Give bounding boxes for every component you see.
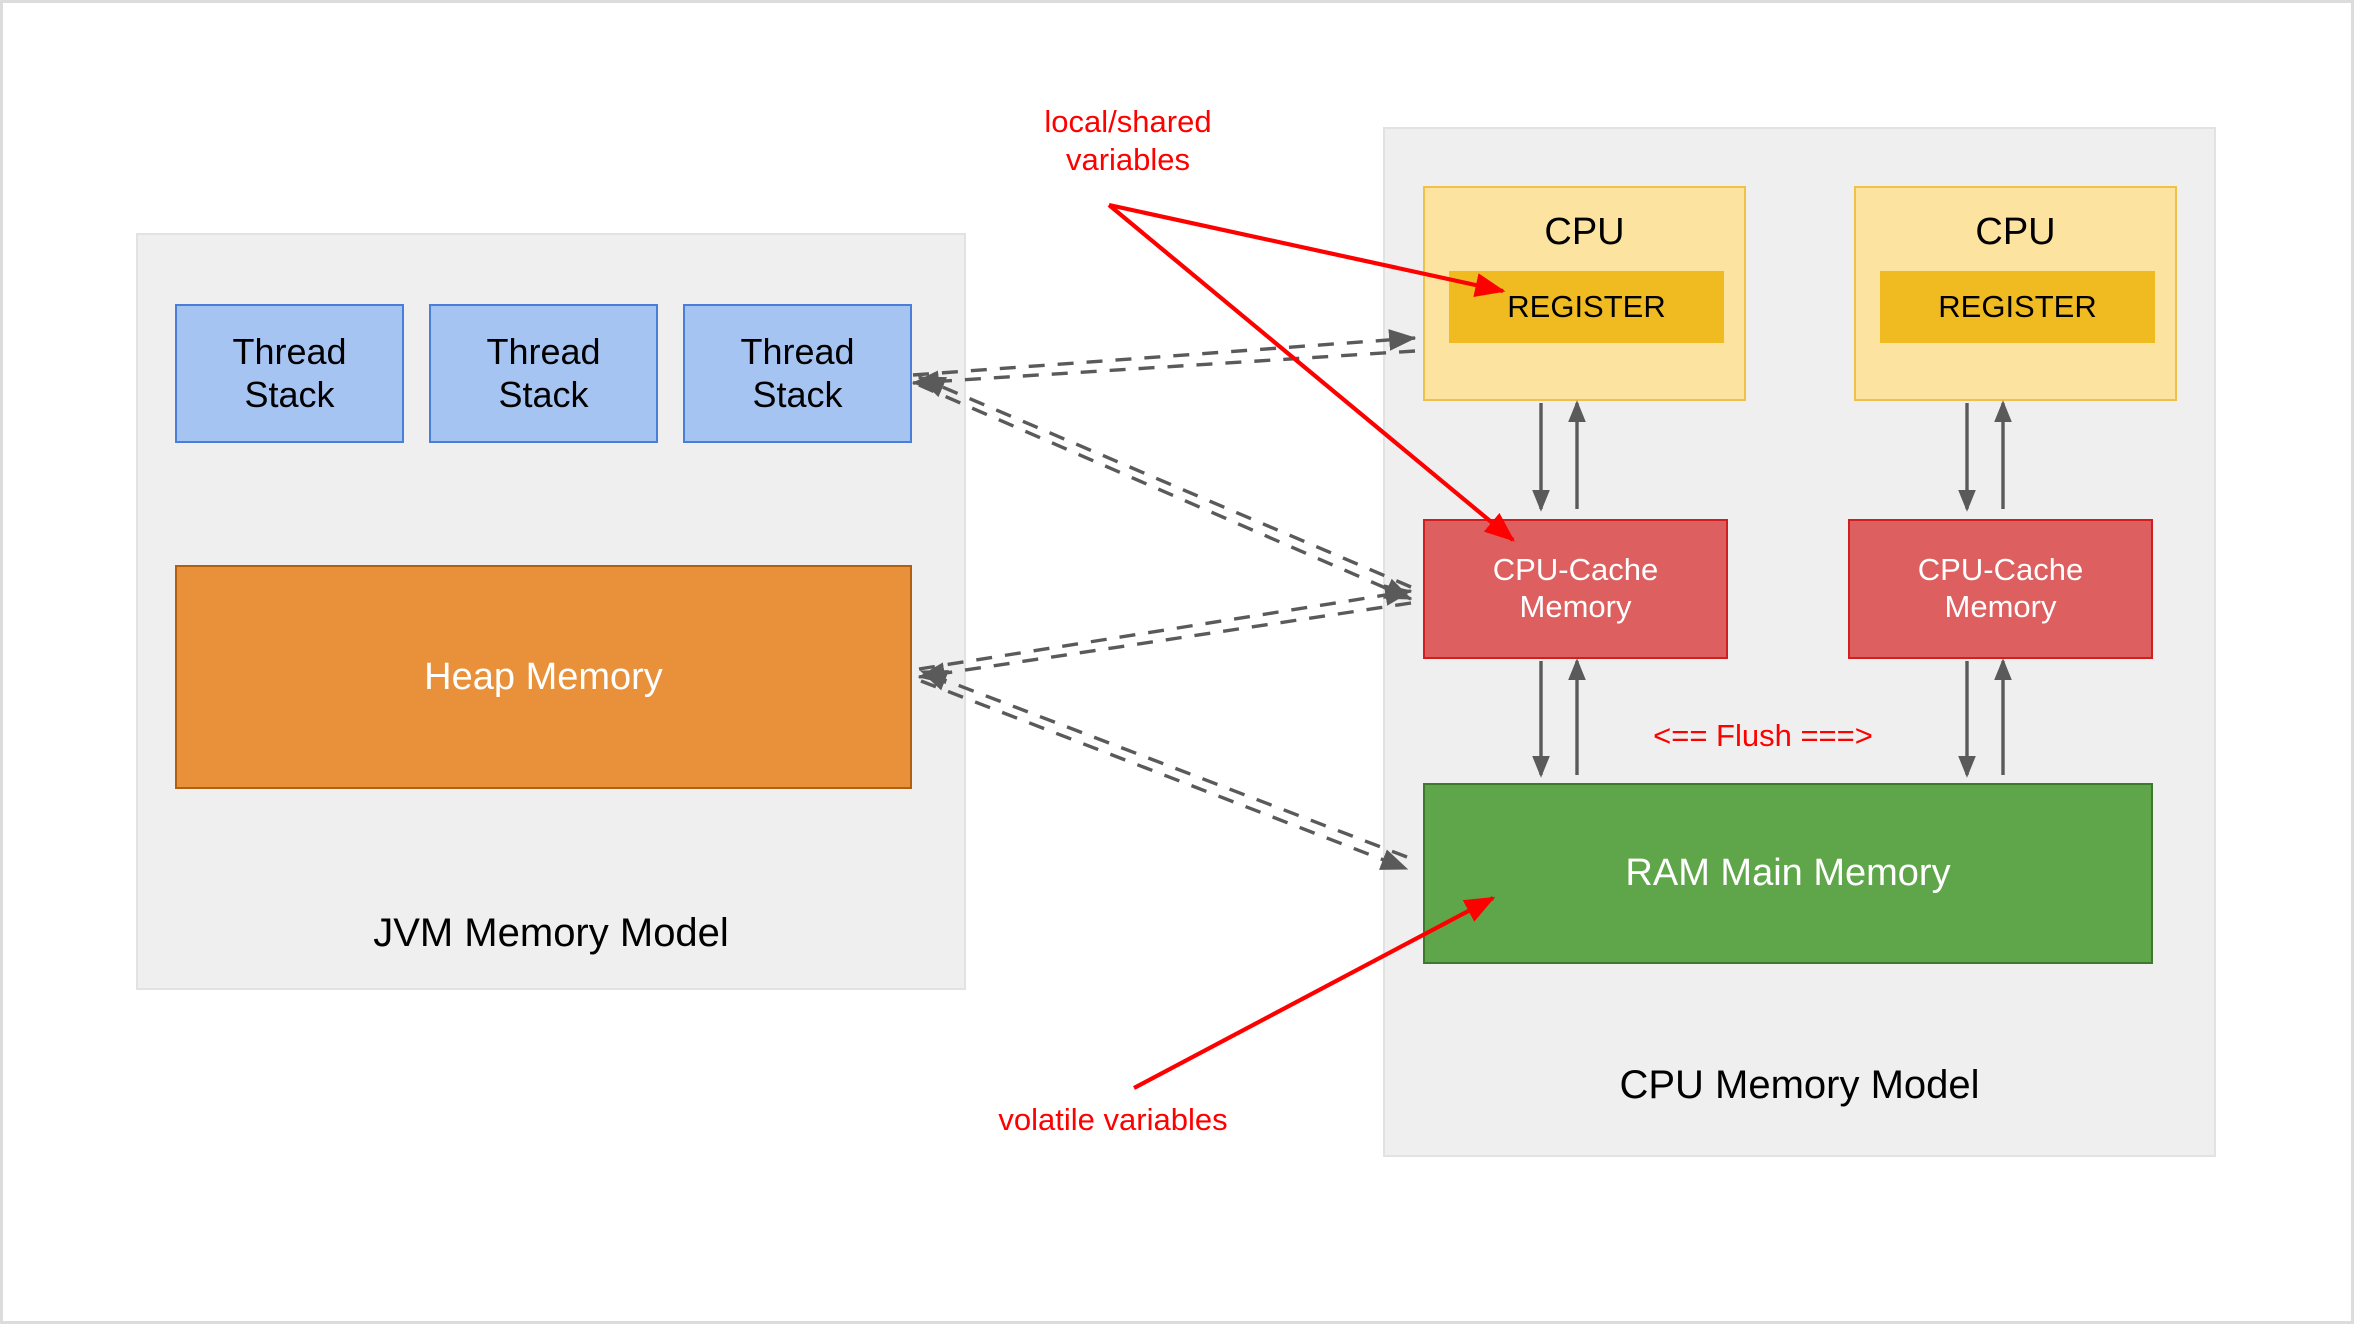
register-box-2: REGISTER xyxy=(1880,271,2155,343)
dashed-connector-heap-cache xyxy=(917,584,1413,684)
thread-stack-label-1: Thread Stack xyxy=(232,331,347,415)
register-label-2: REGISTER xyxy=(1938,288,2097,324)
cpu-cache-box-1: CPU-Cache Memory xyxy=(1423,519,1728,659)
dashed-connector-threadstack-register xyxy=(911,329,1417,393)
cpu-cache-label-2: CPU-Cache Memory xyxy=(1917,552,2084,624)
dashed-connector-heap-ram xyxy=(919,669,1409,871)
cpu-box-1: CPU REGISTER xyxy=(1423,186,1746,401)
cpu-cache-box-2: CPU-Cache Memory xyxy=(1848,519,2153,659)
local-shared-variables-annotation: local/shared variables xyxy=(1044,104,1212,177)
register-label-1: REGISTER xyxy=(1507,288,1666,324)
cpu-label-2: CPU xyxy=(1975,211,2056,253)
jvm-panel-title: JVM Memory Model xyxy=(373,911,729,955)
cpu-box-2: CPU REGISTER xyxy=(1854,186,2177,401)
volatile-variables-annotation: volatile variables xyxy=(998,1102,1228,1137)
thread-stack-label-3: Thread Stack xyxy=(740,331,855,415)
cpu-cache-label-1: CPU-Cache Memory xyxy=(1492,552,1659,624)
register-box-1: REGISTER xyxy=(1449,271,1724,343)
ram-main-memory-box: RAM Main Memory xyxy=(1423,783,2153,964)
cpu-panel-title: CPU Memory Model xyxy=(1619,1063,1980,1107)
ram-main-memory-label: RAM Main Memory xyxy=(1625,852,1951,895)
flush-label: <== Flush ===> xyxy=(1653,718,1873,753)
cpu-label-1: CPU xyxy=(1544,211,1625,253)
dashed-connector-threadstack-cache xyxy=(917,375,1413,601)
thread-stack-box-1: Thread Stack xyxy=(175,304,404,443)
thread-stack-box-2: Thread Stack xyxy=(429,304,658,443)
heap-memory-box: Heap Memory xyxy=(175,565,912,789)
heap-memory-label: Heap Memory xyxy=(424,655,663,698)
thread-stack-label-2: Thread Stack xyxy=(486,331,601,415)
thread-stack-box-3: Thread Stack xyxy=(683,304,912,443)
